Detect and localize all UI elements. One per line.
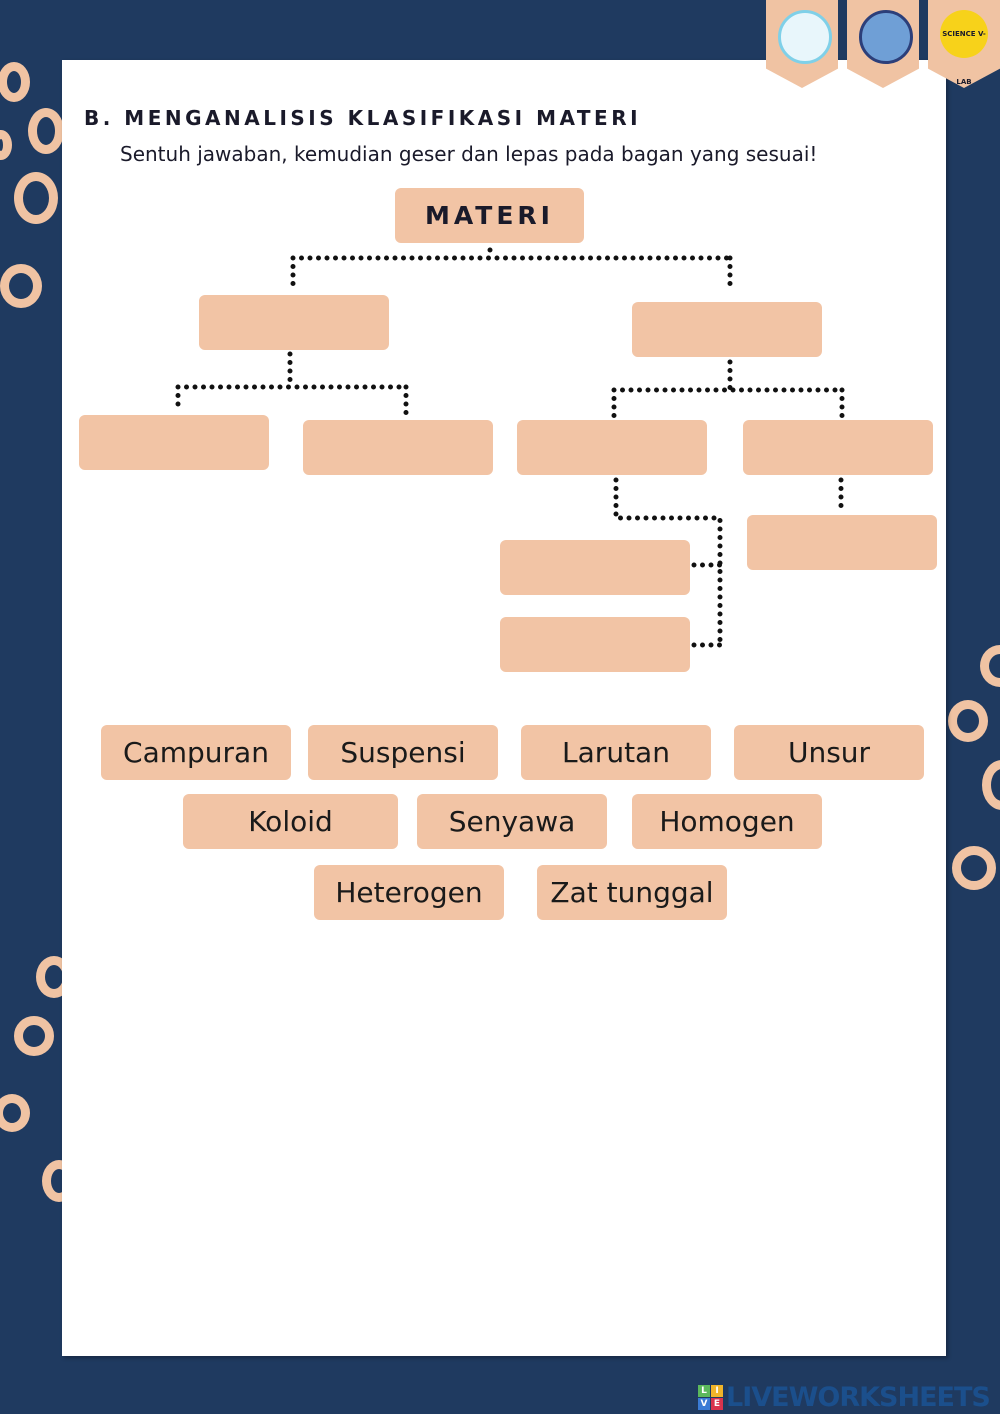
drop-target-level2-3[interactable] (517, 420, 707, 475)
decorative-ring (14, 172, 58, 224)
drop-target-level3-2[interactable] (500, 617, 690, 672)
live-tiles-icon: L I V E (698, 1385, 723, 1410)
science-vlab-badge: SCIENCE V-LAB (928, 0, 1000, 88)
drop-target-level2-2[interactable] (303, 420, 493, 475)
university-logo-icon (778, 10, 832, 64)
connector-left (175, 351, 409, 417)
tile-v: V (698, 1398, 710, 1410)
answer-koloid[interactable]: Koloid (183, 794, 398, 849)
worksheet-page (62, 60, 946, 1356)
tile-i: I (711, 1385, 723, 1397)
answer-campuran[interactable]: Campuran (101, 725, 291, 780)
decorative-ring (0, 62, 30, 102)
chart-root-materi: MATERI (395, 188, 584, 243)
drop-target-level3-1[interactable] (500, 540, 690, 595)
drop-target-level1-right[interactable] (632, 302, 822, 357)
answer-larutan[interactable]: Larutan (521, 725, 711, 780)
lightbulb-logo-icon: SCIENCE V-LAB (940, 10, 988, 86)
connector-homogeneous (613, 477, 723, 648)
connector-root (290, 247, 733, 295)
answer-zat-tunggal[interactable]: Zat tunggal (537, 865, 727, 920)
decorative-ring (982, 760, 1000, 810)
connector-right (611, 359, 845, 421)
answer-unsur[interactable]: Unsur (734, 725, 924, 780)
answer-heterogen[interactable]: Heterogen (314, 865, 504, 920)
decorative-ring (28, 108, 64, 154)
university-badge (766, 0, 838, 88)
answer-senyawa[interactable]: Senyawa (417, 794, 607, 849)
decorative-ring (14, 1016, 54, 1056)
decorative-ring (948, 700, 988, 742)
tile-e: E (711, 1398, 723, 1410)
decorative-ring (980, 645, 1000, 687)
section-title: B. MENGANALISIS KLASIFIKASI MATERI (84, 106, 642, 130)
liveworksheets-logo: L I V E LIVEWORKSHEETS (698, 1382, 991, 1413)
decorative-ring (0, 1094, 30, 1132)
drop-target-level3-3[interactable] (747, 515, 937, 570)
instruction-text: Sentuh jawaban, kemudian geser dan lepas… (120, 142, 818, 166)
drop-target-level2-4[interactable] (743, 420, 933, 475)
decorative-ring (0, 130, 12, 160)
brand-text: LIVEWORKSHEETS (726, 1382, 991, 1413)
tile-l: L (698, 1385, 710, 1397)
decorative-ring (0, 264, 42, 308)
school-badge (847, 0, 919, 88)
drop-target-level1-left[interactable] (199, 295, 389, 350)
answer-suspensi[interactable]: Suspensi (308, 725, 498, 780)
answer-homogen[interactable]: Homogen (632, 794, 822, 849)
drop-target-level2-1[interactable] (79, 415, 269, 470)
school-logo-icon (859, 10, 913, 64)
decorative-ring (952, 846, 996, 890)
